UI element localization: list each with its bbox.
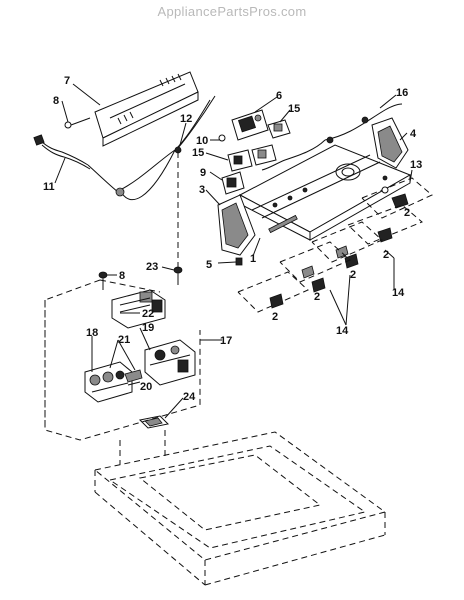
callout-15-upper: 15 bbox=[288, 103, 300, 115]
leader-lines bbox=[54, 83, 413, 419]
callout-18: 18 bbox=[86, 327, 98, 339]
callout-12: 12 bbox=[180, 113, 192, 125]
callout-13: 13 bbox=[410, 159, 422, 171]
callout-14-bottom: 14 bbox=[336, 325, 349, 337]
watermark-text: AppliancePartsPros.com bbox=[157, 4, 307, 19]
part-9-switch bbox=[221, 171, 245, 195]
callout-8-lower: 8 bbox=[119, 270, 125, 282]
part-24-bracket bbox=[138, 415, 170, 429]
part-15-switch-upper bbox=[267, 119, 291, 139]
callout-6: 6 bbox=[276, 90, 282, 102]
callout-16: 16 bbox=[396, 87, 408, 99]
callout-19: 19 bbox=[142, 322, 154, 334]
callout-2-d: 2 bbox=[314, 291, 320, 303]
callout-2-c: 2 bbox=[350, 269, 356, 281]
callout-22: 22 bbox=[142, 308, 154, 320]
part-11-power-cord bbox=[33, 99, 211, 200]
screw-23 bbox=[173, 266, 183, 285]
part-15-switches-middle bbox=[227, 144, 277, 172]
part-4-endcap bbox=[371, 117, 409, 169]
part-16-harness bbox=[261, 103, 403, 171]
callout-21: 21 bbox=[118, 334, 130, 346]
callout-8-upper: 8 bbox=[53, 95, 59, 107]
callout-9: 9 bbox=[200, 167, 206, 179]
knob-13-box bbox=[361, 177, 433, 219]
callout-11: 11 bbox=[43, 181, 55, 193]
part-6-timer bbox=[231, 109, 269, 141]
part-19-control bbox=[144, 339, 196, 386]
callout-2-e: 2 bbox=[272, 311, 278, 323]
callout-3: 3 bbox=[199, 184, 205, 196]
screw-5 bbox=[235, 257, 243, 266]
knob-box-right bbox=[347, 204, 423, 245]
screw-8-lower bbox=[98, 271, 108, 290]
cabinet-top-frame bbox=[93, 431, 387, 586]
callout-2-b: 2 bbox=[383, 249, 389, 261]
callout-15-middle: 15 bbox=[192, 147, 204, 159]
callout-1: 1 bbox=[250, 253, 256, 265]
part-22-bracket bbox=[111, 289, 166, 329]
callout-14-right: 14 bbox=[392, 287, 405, 299]
callout-5: 5 bbox=[206, 259, 212, 271]
callout-10: 10 bbox=[196, 135, 208, 147]
callout-17: 17 bbox=[220, 335, 232, 347]
callout-24: 24 bbox=[183, 391, 196, 403]
screw-10 bbox=[218, 134, 226, 142]
callout-4: 4 bbox=[410, 128, 417, 140]
callout-7: 7 bbox=[64, 75, 70, 87]
part-7-rear-bracket bbox=[94, 71, 199, 147]
callout-20: 20 bbox=[140, 381, 152, 393]
knob-box-left bbox=[237, 271, 309, 313]
screw-8-upper bbox=[64, 117, 91, 129]
callout-23: 23 bbox=[146, 261, 158, 273]
knob-box-middle bbox=[279, 241, 351, 293]
callout-2-a: 2 bbox=[404, 207, 410, 219]
part-18-switch bbox=[84, 361, 143, 403]
part-3-endcap bbox=[217, 194, 256, 256]
part-12-wire bbox=[174, 95, 216, 270]
